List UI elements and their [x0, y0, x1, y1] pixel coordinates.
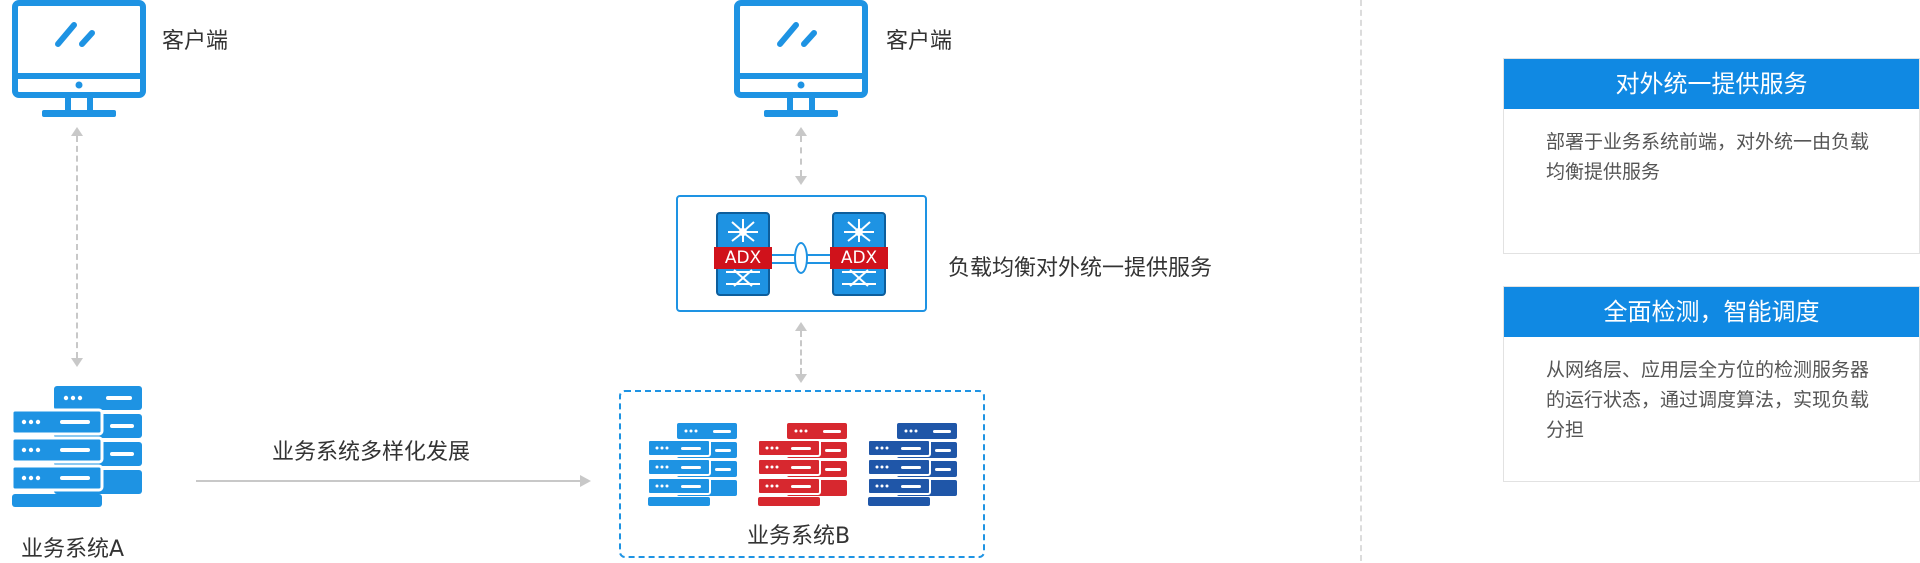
connector-arrow-down [71, 358, 83, 367]
monitor-icon [12, 0, 146, 117]
monitor-icon [734, 0, 868, 117]
server-stack-icon [10, 386, 142, 507]
evolution-label: 业务系统多样化发展 [272, 440, 471, 465]
load-balancer-box: ADX ADX [676, 195, 927, 312]
adx-tag-1: ADX [714, 247, 772, 269]
connector-line [800, 331, 802, 374]
connector-arrow-up [795, 322, 807, 331]
adx-link-bundle [794, 242, 808, 274]
connector-arrow-down [795, 374, 807, 383]
system-a-label: 业务系统A [21, 537, 125, 562]
feature-card-smart-scheduling: 全面检测，智能调度 从网络层、应用层全方位的检测服务器的运行状态，通过调度算法，… [1503, 286, 1920, 482]
connector-arrow-up [795, 127, 807, 136]
system-b-box: 业务系统B [619, 390, 985, 558]
server-stack-icon [647, 423, 737, 506]
client-label-left: 客户端 [162, 29, 229, 54]
card-body: 从网络层、应用层全方位的检测服务器的运行状态，通过调度算法，实现负载分担 [1546, 359, 1870, 441]
system-b-label: 业务系统B [747, 524, 851, 549]
card-title: 全面检测，智能调度 [1504, 287, 1919, 337]
load-balance-label: 负载均衡对外统一提供服务 [948, 256, 1213, 281]
section-divider [1360, 0, 1362, 561]
connector-arrow-up [71, 127, 83, 136]
connector-line [76, 136, 78, 358]
server-stack-icon [757, 423, 847, 506]
connector-arrow-down [795, 176, 807, 185]
client-label-middle: 客户端 [886, 29, 953, 54]
connector-line [800, 136, 802, 176]
evolution-arrow-head [580, 475, 591, 487]
server-stack-icon [867, 423, 957, 506]
card-body: 部署于业务系统前端，对外统一由负载均衡提供服务 [1546, 131, 1870, 183]
adx-tag-2: ADX [830, 247, 888, 269]
card-title: 对外统一提供服务 [1504, 59, 1919, 109]
evolution-arrow-line [196, 480, 580, 482]
feature-card-unified-service: 对外统一提供服务 部署于业务系统前端，对外统一由负载均衡提供服务 [1503, 58, 1920, 254]
